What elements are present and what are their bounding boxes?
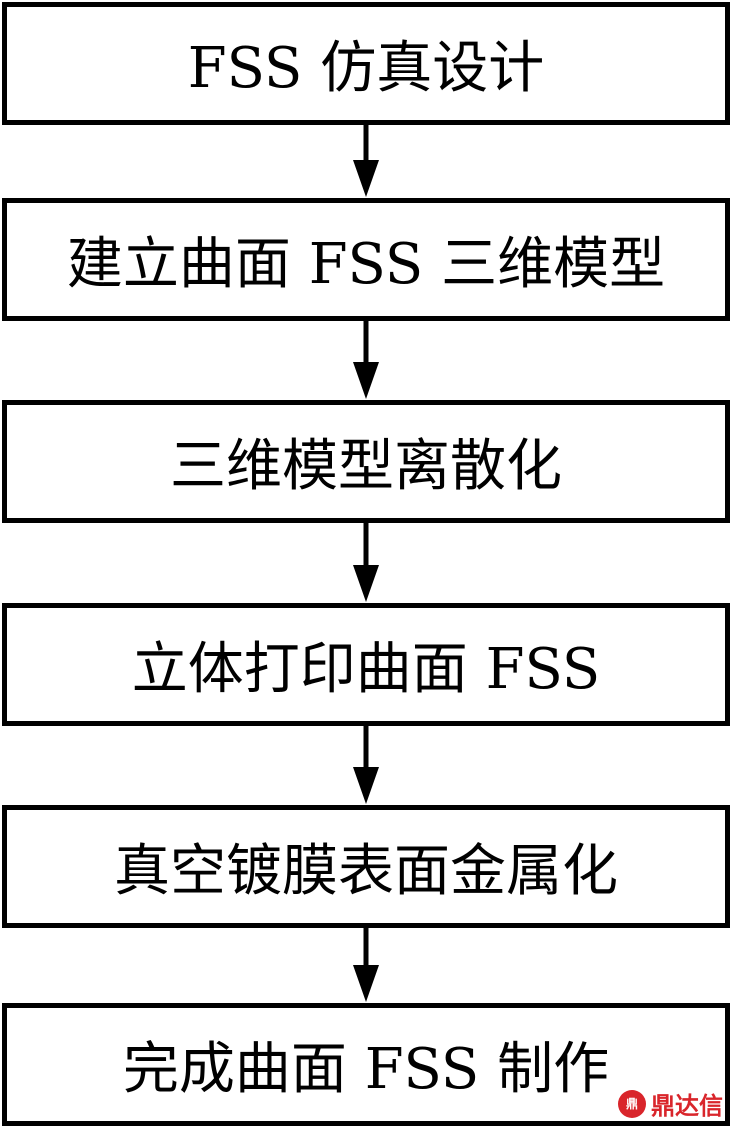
step-label: 完成曲面 FSS 制作: [122, 1037, 610, 1102]
watermark-logo-icon: 鼎: [618, 1089, 646, 1118]
arrow-2: [353, 321, 379, 399]
step-discretize-model: 三维模型离散化: [2, 400, 730, 523]
step-label: 三维模型离散化: [170, 434, 562, 499]
arrow-5: [353, 928, 379, 1002]
arrow-1: [353, 125, 379, 197]
step-build-3d-model: 建立曲面 FSS 三维模型: [2, 198, 730, 321]
step-vacuum-metallization: 真空镀膜表面金属化: [2, 805, 730, 928]
step-label: FSS 仿真设计: [187, 36, 545, 101]
step-fss-simulation-design: FSS 仿真设计: [2, 2, 730, 125]
arrow-3: [353, 523, 379, 602]
step-3d-print: 立体打印曲面 FSS: [2, 603, 730, 726]
arrow-4: [353, 726, 379, 804]
step-complete-fabrication: 完成曲面 FSS 制作: [2, 1003, 730, 1126]
watermark-text: 鼎达信: [651, 1092, 723, 1120]
watermark: 鼎 鼎达信: [618, 1086, 723, 1121]
step-label: 立体打印曲面 FSS: [131, 637, 601, 702]
step-label: 真空镀膜表面金属化: [114, 839, 618, 904]
step-label: 建立曲面 FSS 三维模型: [66, 232, 666, 297]
